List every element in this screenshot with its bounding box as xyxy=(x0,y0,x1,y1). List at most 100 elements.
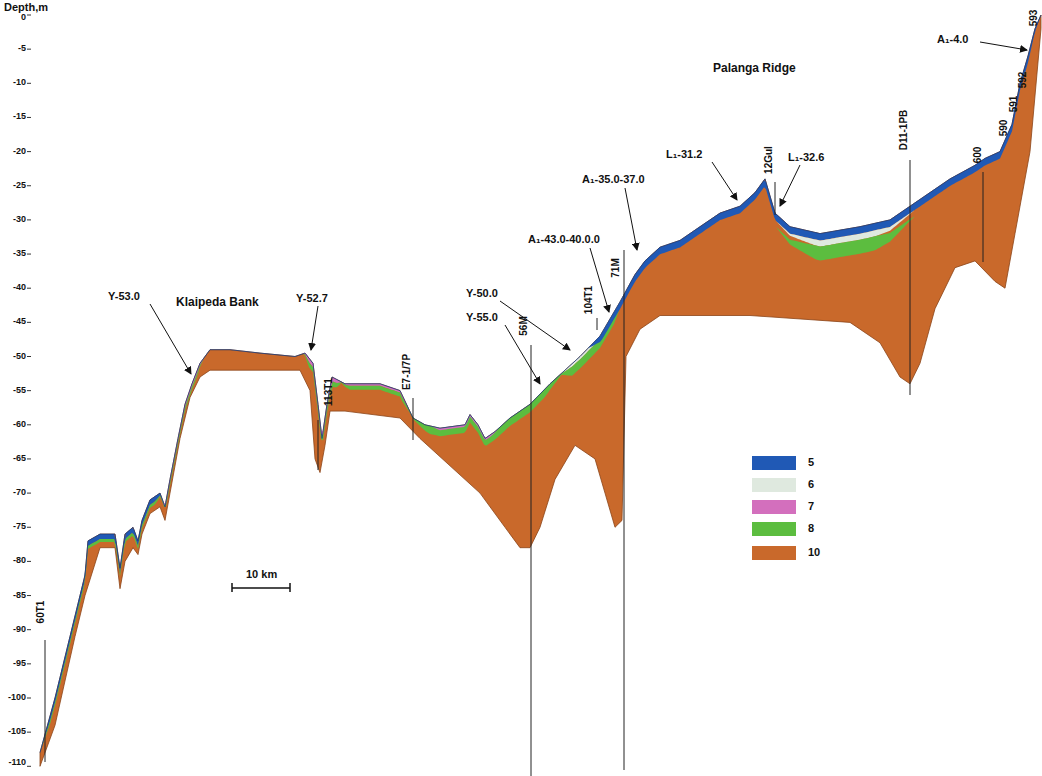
borehole-label: 104T1 xyxy=(583,286,594,314)
unit-7-layer xyxy=(430,415,500,440)
scale-bar xyxy=(232,583,290,592)
scale-bar-tick xyxy=(231,583,233,592)
legend-swatch xyxy=(752,546,796,560)
leader-arrow xyxy=(625,188,637,250)
axis-tick-label: -100 xyxy=(0,693,26,703)
unit-8-layer xyxy=(410,371,564,446)
axis-tick xyxy=(27,424,31,425)
axis-tick-label: -80 xyxy=(0,556,26,566)
axis-tick xyxy=(27,15,31,16)
borehole-label: 592 xyxy=(1017,72,1028,89)
borehole-line xyxy=(624,250,625,770)
axis-tick-label: -20 xyxy=(0,147,26,157)
leader-arrow xyxy=(500,301,570,350)
section-label: A₁-4.0 xyxy=(937,33,968,45)
borehole-line xyxy=(45,640,46,762)
unit-8-layer xyxy=(776,217,914,261)
axis-tick-label: -5 xyxy=(0,44,26,54)
scale-bar-tick xyxy=(289,583,291,592)
axis-tick-label: -70 xyxy=(0,488,26,498)
section-label: Palanga Ridge xyxy=(713,62,796,75)
legend-label: 6 xyxy=(808,478,814,490)
axis-tick-label: -65 xyxy=(0,454,26,464)
axis-tick xyxy=(27,561,31,562)
borehole-label: 593 xyxy=(1028,10,1039,27)
axis-tick-label: -55 xyxy=(0,386,26,396)
axis-tick-label: -50 xyxy=(0,352,26,362)
legend-label: 8 xyxy=(808,522,814,534)
axis-tick-label: -10 xyxy=(0,78,26,88)
axis-tick-label: -110 xyxy=(0,758,26,768)
geologic-section xyxy=(40,15,1041,766)
axis-tick xyxy=(27,698,31,699)
borehole-label: D11-1PB xyxy=(898,110,909,151)
axis-tick-label: -40 xyxy=(0,283,26,293)
axis-tick-label: -75 xyxy=(0,522,26,532)
section-label: L₁-32.6 xyxy=(788,151,824,163)
axis-tick xyxy=(27,595,31,596)
axis-tick-label: -60 xyxy=(0,420,26,430)
axis-tick xyxy=(27,83,31,84)
borehole-line xyxy=(413,398,414,440)
axis-tick xyxy=(27,766,31,767)
axis-tick xyxy=(27,629,31,630)
borehole-label: 12Gul xyxy=(763,146,774,174)
borehole-label: E7-1/7P xyxy=(401,354,412,390)
axis-tick xyxy=(27,219,31,220)
borehole-label: 71M xyxy=(610,258,621,277)
legend-swatch xyxy=(752,522,796,536)
axis-tick xyxy=(27,288,31,289)
axis-tick xyxy=(27,732,31,733)
legend-swatch xyxy=(752,478,796,492)
axis-tick-label: -30 xyxy=(0,215,26,225)
borehole-line xyxy=(983,172,984,262)
borehole-label: 60T1 xyxy=(35,601,46,624)
section-label: Y-50.0 xyxy=(466,287,498,299)
scale-bar-line xyxy=(232,587,290,589)
axis-tick-label: -95 xyxy=(0,659,26,669)
axis-tick xyxy=(27,356,31,357)
borehole-label: 113T1 xyxy=(323,378,334,406)
legend-label: 7 xyxy=(808,500,814,512)
leader-arrow xyxy=(780,165,800,206)
unit-5-layer xyxy=(40,493,164,752)
axis-tick xyxy=(27,493,31,494)
borehole-line xyxy=(775,182,776,215)
leader-arrow xyxy=(311,306,318,350)
legend-swatch xyxy=(752,456,796,470)
scale-label: 10 km xyxy=(246,568,277,580)
axis-tick xyxy=(27,185,31,186)
section-label: Y-55.0 xyxy=(466,311,498,323)
borehole-line xyxy=(597,318,598,330)
borehole-label: 590 xyxy=(998,120,1009,137)
leader-arrow xyxy=(980,42,1027,50)
unit-8-layer xyxy=(160,358,204,507)
leader-arrows xyxy=(150,42,1027,384)
borehole-label: 56M xyxy=(518,316,529,335)
unit-5-layer xyxy=(588,17,1040,348)
legend-label: 5 xyxy=(808,456,814,468)
legend-label: 10 xyxy=(808,546,820,558)
section-label: Y-52.7 xyxy=(296,292,328,304)
axis-tick xyxy=(27,117,31,118)
axis-tick-label: -105 xyxy=(0,727,26,737)
axis-tick xyxy=(27,527,31,528)
section-label: Y-53.0 xyxy=(108,290,140,302)
axis-tick xyxy=(27,663,31,664)
unit-7-layer xyxy=(160,358,204,506)
axis-tick-label: 0 xyxy=(0,13,26,23)
borehole-line xyxy=(318,420,319,470)
borehole-line xyxy=(910,160,911,395)
axis-tick xyxy=(27,322,31,323)
section-label: L₁-31.2 xyxy=(666,148,702,160)
unit-10-body xyxy=(40,15,1041,766)
section-label: A₁-35.0-37.0 xyxy=(582,173,645,185)
axis-tick xyxy=(27,458,31,459)
leader-arrow xyxy=(712,162,737,200)
section-label: A₁-43.0-40.0.0 xyxy=(528,233,600,245)
leader-arrow xyxy=(150,304,191,374)
axis-tick xyxy=(27,390,31,391)
axis-tick-label: -90 xyxy=(0,625,26,635)
